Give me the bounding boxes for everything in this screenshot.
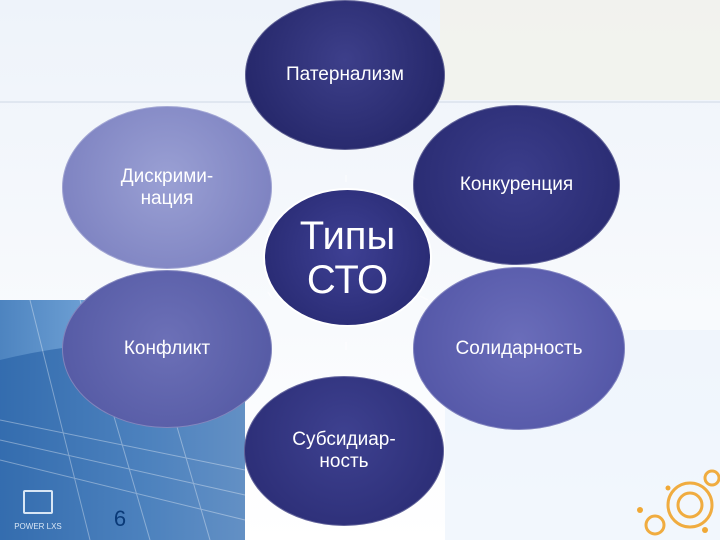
logo-text: POWER LXS [14, 522, 62, 531]
node-label: Солидарность [455, 337, 583, 359]
node-paternalism: Патернализм [245, 0, 445, 150]
node-label: Субсидиар- ность [292, 429, 396, 472]
node-conflict: Конфликт [62, 270, 272, 428]
node-competition: Конкуренция [413, 105, 620, 265]
node-solidarity: Солидарность [413, 267, 625, 430]
node-discrimination: Дискрими- нация [62, 106, 272, 269]
node-label: Дискрими- нация [120, 165, 214, 209]
powerlxs-logo: POWER LXS [14, 490, 62, 536]
node-label: Патернализм [286, 64, 404, 85]
node-label: Конфликт [123, 338, 211, 359]
node-subsidiarity: Субсидиар- ность [244, 376, 444, 526]
node-label: Конкуренция [459, 174, 574, 195]
logo-icon [23, 490, 53, 514]
center-label: Типы СТО [299, 213, 396, 302]
slide-number: 6 [113, 506, 127, 531]
center-node: Типы СТО [265, 190, 430, 325]
